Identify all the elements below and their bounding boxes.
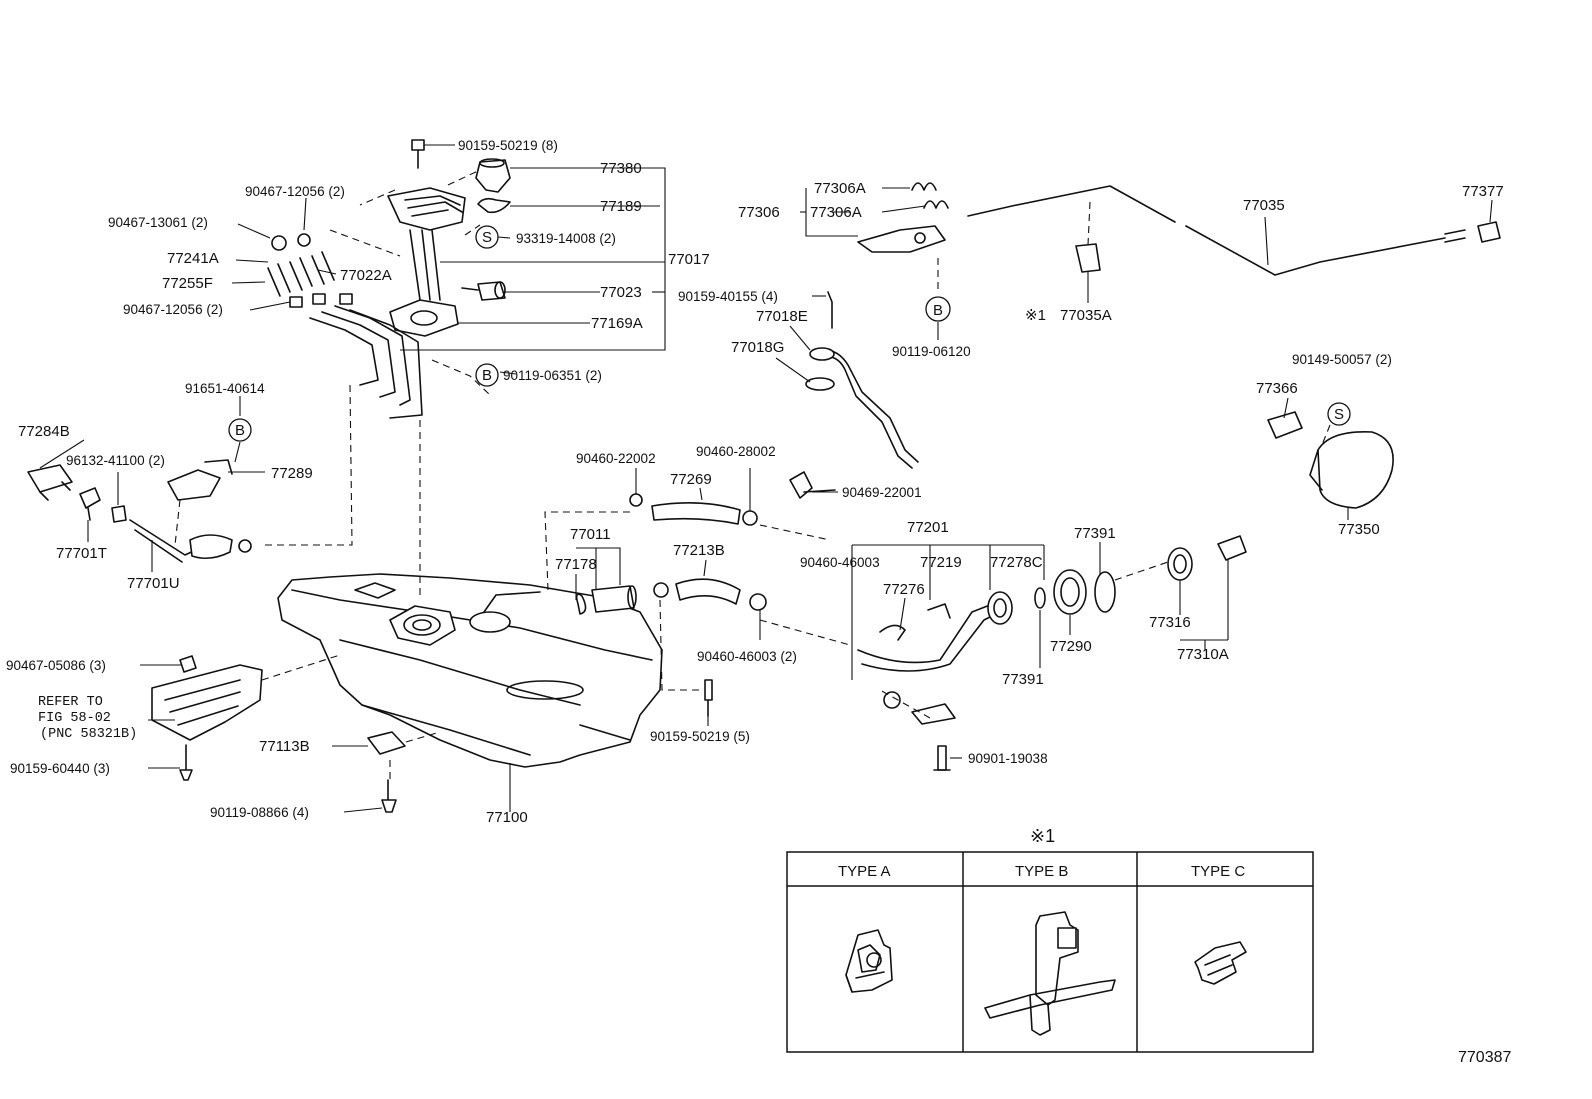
heat-shield bbox=[151, 655, 406, 813]
label-90460-46003-a: 90460-46003 bbox=[800, 555, 880, 570]
type-b-header: TYPE B bbox=[1015, 863, 1068, 880]
label-77701t: 77701T bbox=[56, 545, 107, 562]
marker-b-1: B bbox=[475, 363, 499, 387]
part-labels: 90159-50219 (8) 77380 77189 93319-14008 … bbox=[6, 138, 1504, 826]
marker-b-2: B bbox=[228, 418, 252, 442]
label-77018e: 77018E bbox=[756, 308, 808, 325]
label-91651-40614: 91651-40614 bbox=[185, 381, 265, 396]
label-77289: 77289 bbox=[271, 465, 313, 482]
label-77350: 77350 bbox=[1338, 521, 1380, 538]
breather-tube bbox=[805, 291, 919, 469]
label-93319-14008: 93319-14008 (2) bbox=[516, 231, 616, 246]
label-90467-12056-top: 90467-12056 (2) bbox=[245, 184, 345, 199]
label-90119-06351: 90119-06351 (2) bbox=[503, 368, 602, 383]
label-90460-46003-b: 90460-46003 (2) bbox=[697, 649, 797, 664]
label-77219: 77219 bbox=[920, 554, 962, 571]
type-a-clip bbox=[845, 929, 893, 993]
label-77035a: 77035A bbox=[1060, 307, 1112, 324]
label-77100: 77100 bbox=[486, 809, 528, 826]
label-77701u: 77701U bbox=[127, 575, 180, 592]
label-90901-19038: 90901-19038 bbox=[968, 751, 1048, 766]
label-90159-60440: 90159-60440 (3) bbox=[10, 761, 110, 776]
vent-valve-parts bbox=[27, 459, 252, 563]
marker-s-text: S bbox=[482, 229, 492, 246]
label-77017: 77017 bbox=[668, 251, 710, 268]
label-77022a: 77022A bbox=[340, 267, 392, 284]
label-77113b: 77113B bbox=[259, 738, 310, 755]
fuel-tank bbox=[277, 573, 663, 812]
label-77306a-2: 77306A bbox=[810, 204, 862, 221]
type-a-header: TYPE A bbox=[838, 863, 891, 880]
label-77306a-1: 77306A bbox=[814, 180, 866, 197]
label-77201: 77201 bbox=[907, 519, 949, 536]
type-c-clip bbox=[1194, 941, 1247, 985]
type-b-clip bbox=[984, 911, 1116, 1036]
label-77189: 77189 bbox=[600, 198, 642, 215]
filler-hoses bbox=[575, 471, 836, 717]
label-77306: 77306 bbox=[738, 204, 780, 221]
label-90467-13061: 90467-13061 (2) bbox=[108, 215, 208, 230]
label-90159-40155: 90159-40155 (4) bbox=[678, 289, 778, 304]
label-90467-12056-bot: 90467-12056 (2) bbox=[123, 302, 223, 317]
label-90159-50219-8: 90159-50219 (8) bbox=[458, 138, 558, 153]
type-c-header: TYPE C bbox=[1191, 863, 1245, 880]
filler-pipe bbox=[857, 535, 1247, 771]
label-77276: 77276 bbox=[883, 581, 925, 598]
marker-b-text: B bbox=[933, 302, 943, 319]
marker-s-1: S bbox=[475, 225, 499, 249]
label-note-ref-1: ※1 bbox=[1025, 307, 1046, 324]
label-90149-50057: 90149-50057 (2) bbox=[1292, 352, 1392, 367]
label-77018g: 77018G bbox=[731, 339, 784, 356]
label-90460-28002: 90460-28002 bbox=[696, 444, 776, 459]
label-77391-b: 77391 bbox=[1002, 671, 1044, 688]
marker-s-text: S bbox=[1334, 406, 1344, 423]
label-77366: 77366 bbox=[1256, 380, 1298, 397]
label-77391-a: 77391 bbox=[1074, 525, 1116, 542]
label-refer-to: REFER TO bbox=[38, 695, 103, 710]
label-96132-41100: 96132-41100 (2) bbox=[66, 453, 165, 468]
leader-lines bbox=[39, 187, 1493, 813]
label-77011: 77011 bbox=[570, 526, 611, 543]
label-77290: 77290 bbox=[1050, 638, 1092, 655]
figure-code: 770387 bbox=[1458, 1049, 1511, 1066]
label-90469-22001: 90469-22001 bbox=[842, 485, 922, 500]
marker-s-2: S bbox=[1327, 402, 1351, 426]
label-77035: 77035 bbox=[1243, 197, 1285, 214]
label-90460-22002: 90460-22002 bbox=[576, 451, 656, 466]
marker-b-3: B bbox=[925, 296, 951, 322]
fuel-lid-opener-parts bbox=[857, 182, 1501, 509]
label-77284b: 77284B bbox=[18, 423, 70, 440]
label-90467-05086: 90467-05086 (3) bbox=[6, 658, 106, 673]
label-77269: 77269 bbox=[670, 471, 712, 488]
label-77278c: 77278C bbox=[990, 554, 1043, 571]
marker-b-text: B bbox=[482, 367, 492, 384]
label-77255f: 77255F bbox=[162, 275, 213, 292]
label-77310a: 77310A bbox=[1177, 646, 1229, 663]
label-refer-fig: FIG 58-02 bbox=[38, 711, 111, 726]
label-77241a: 77241A bbox=[167, 250, 219, 267]
marker-b-text: B bbox=[235, 422, 245, 439]
label-90119-06120: 90119-06120 bbox=[892, 344, 971, 359]
label-77178: 77178 bbox=[555, 556, 597, 573]
type-table: ※1 TYPE A TYPE B TYPE C bbox=[786, 826, 1314, 1053]
label-77213b: 77213B bbox=[673, 542, 725, 559]
label-90119-08866: 90119-08866 (4) bbox=[210, 805, 309, 820]
label-77169a: 77169A bbox=[591, 315, 643, 332]
label-77023: 77023 bbox=[600, 284, 642, 301]
label-77316: 77316 bbox=[1149, 614, 1191, 631]
fuel-pump-assembly bbox=[267, 139, 511, 419]
label-77380: 77380 bbox=[600, 160, 642, 177]
label-90159-50219-5: 90159-50219 (5) bbox=[650, 729, 750, 744]
label-refer-pnc: (PNC 58321B) bbox=[40, 727, 137, 742]
type-table-title: ※1 bbox=[1030, 826, 1055, 846]
label-77377: 77377 bbox=[1462, 183, 1504, 200]
